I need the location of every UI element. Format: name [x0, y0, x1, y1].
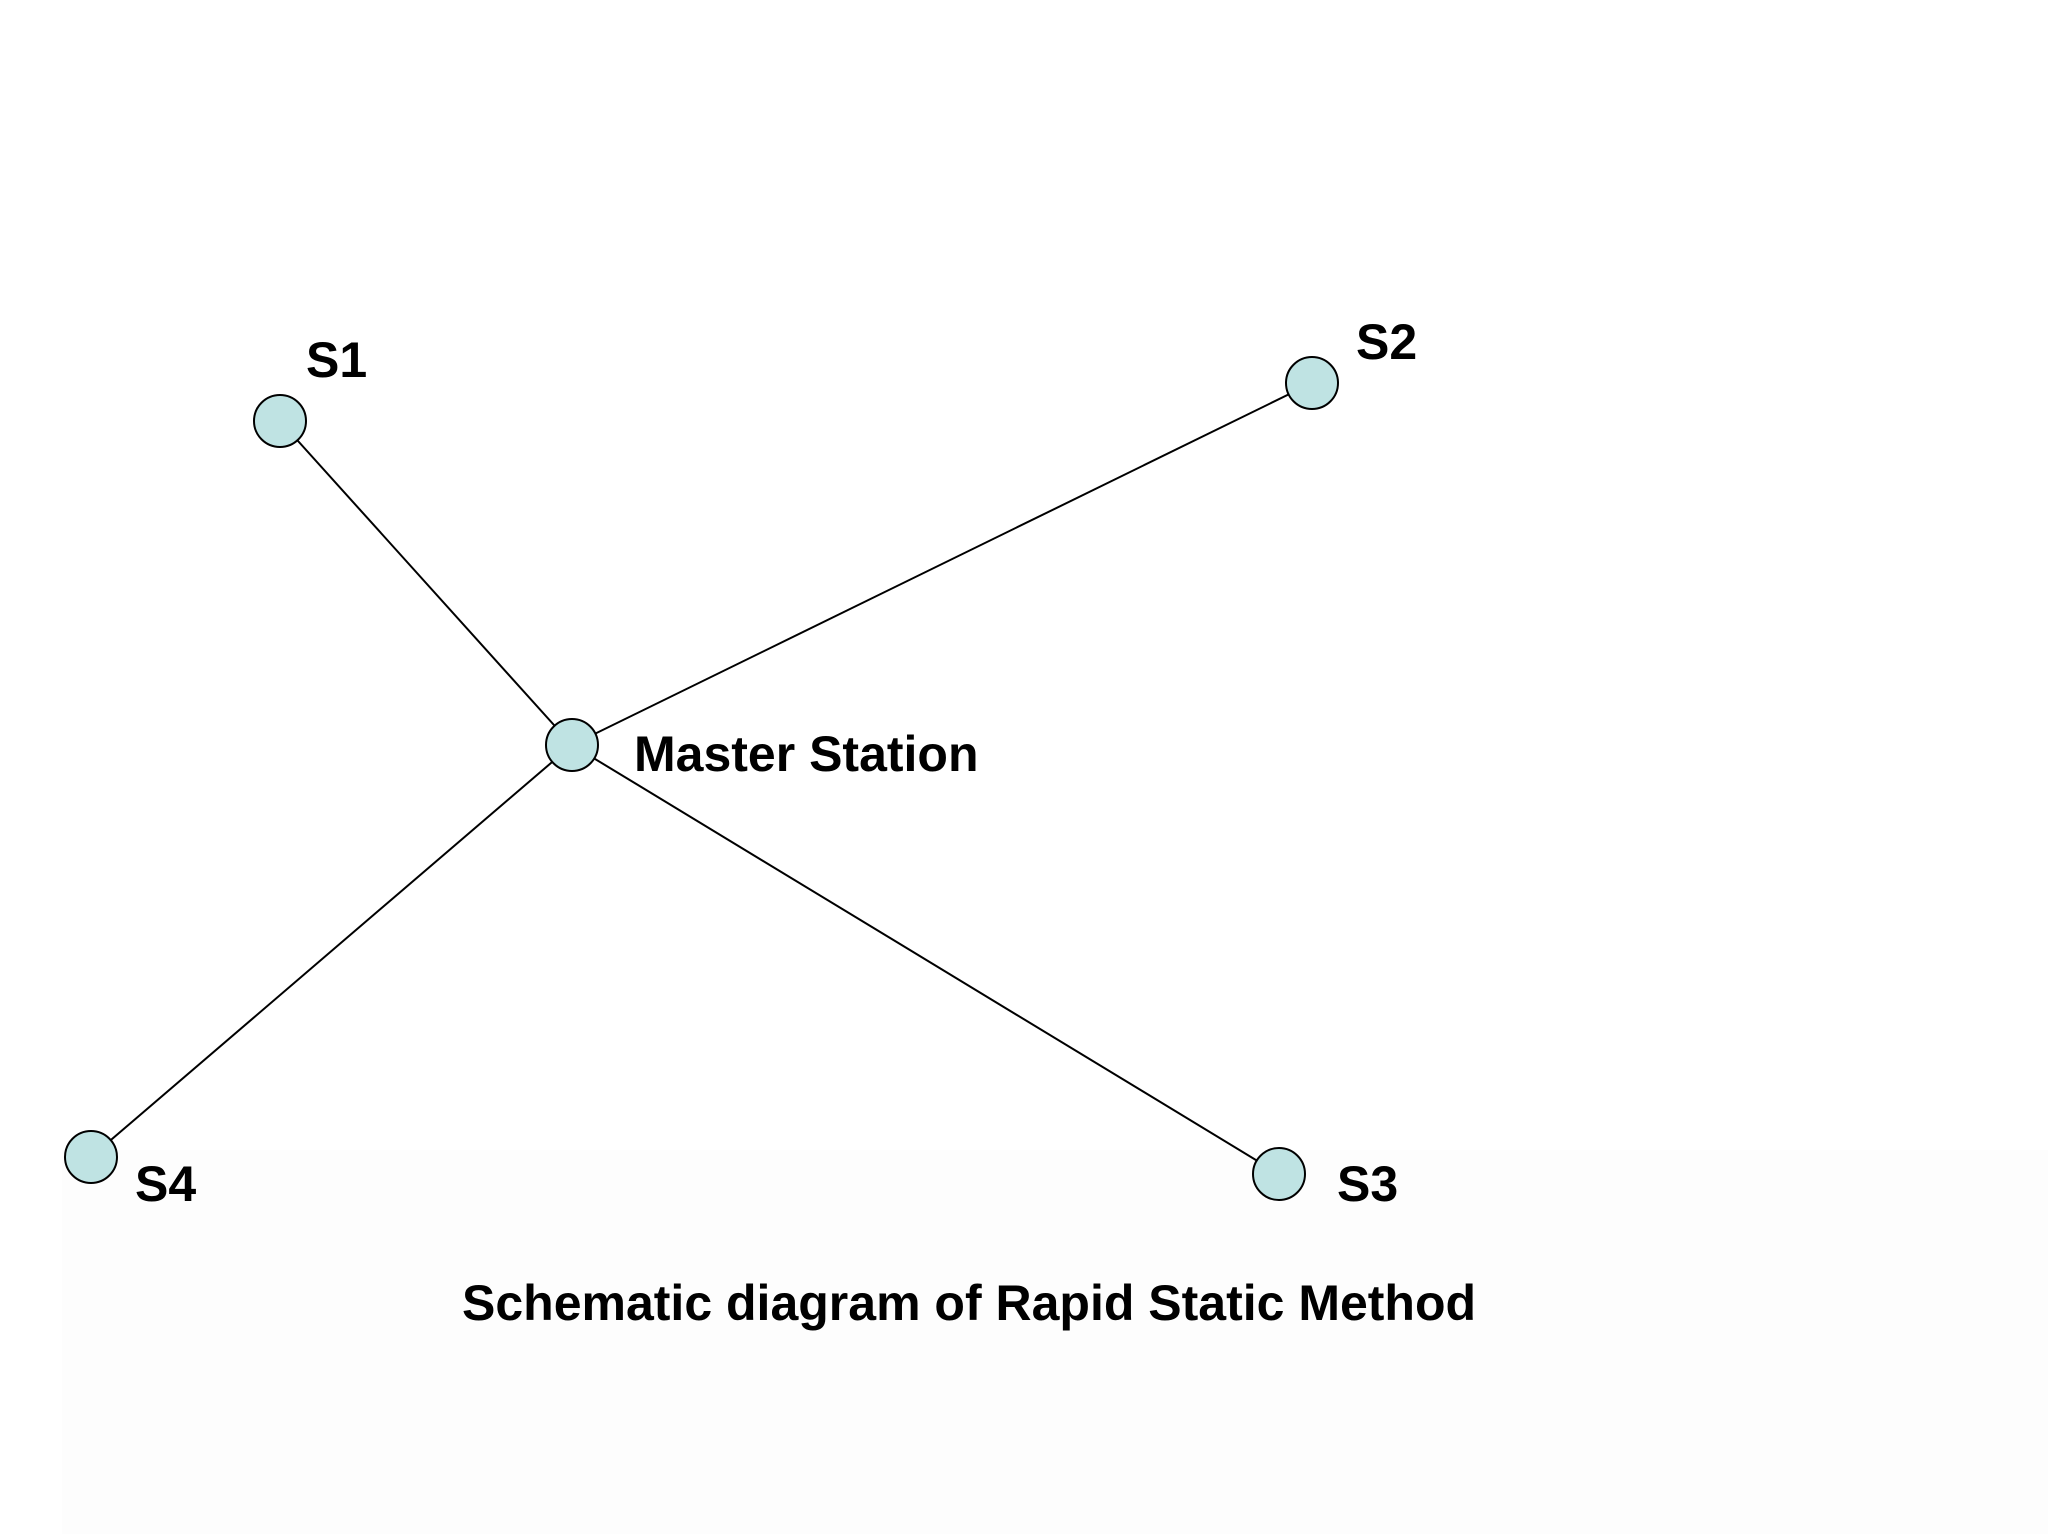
node-s3 — [1252, 1147, 1306, 1201]
edge-master-s1 — [279, 420, 573, 746]
edge-master-s4 — [90, 744, 573, 1158]
nodes-group — [64, 356, 1339, 1201]
node-s1 — [253, 394, 307, 448]
label-master-station: Master Station — [634, 726, 979, 782]
edge-master-s2 — [571, 382, 1313, 746]
label-s3: S3 — [1337, 1156, 1399, 1212]
node-s2 — [1285, 356, 1339, 410]
label-s2: S2 — [1356, 314, 1418, 370]
node-s4 — [64, 1130, 118, 1184]
label-s4: S4 — [135, 1156, 197, 1212]
label-s1: S1 — [306, 332, 368, 388]
background-panel — [62, 1150, 2048, 1534]
diagram-caption: Schematic diagram of Rapid Static Method — [462, 1275, 1477, 1331]
edges-group — [90, 382, 1313, 1175]
edge-master-s3 — [571, 744, 1280, 1175]
node-master — [545, 718, 599, 772]
